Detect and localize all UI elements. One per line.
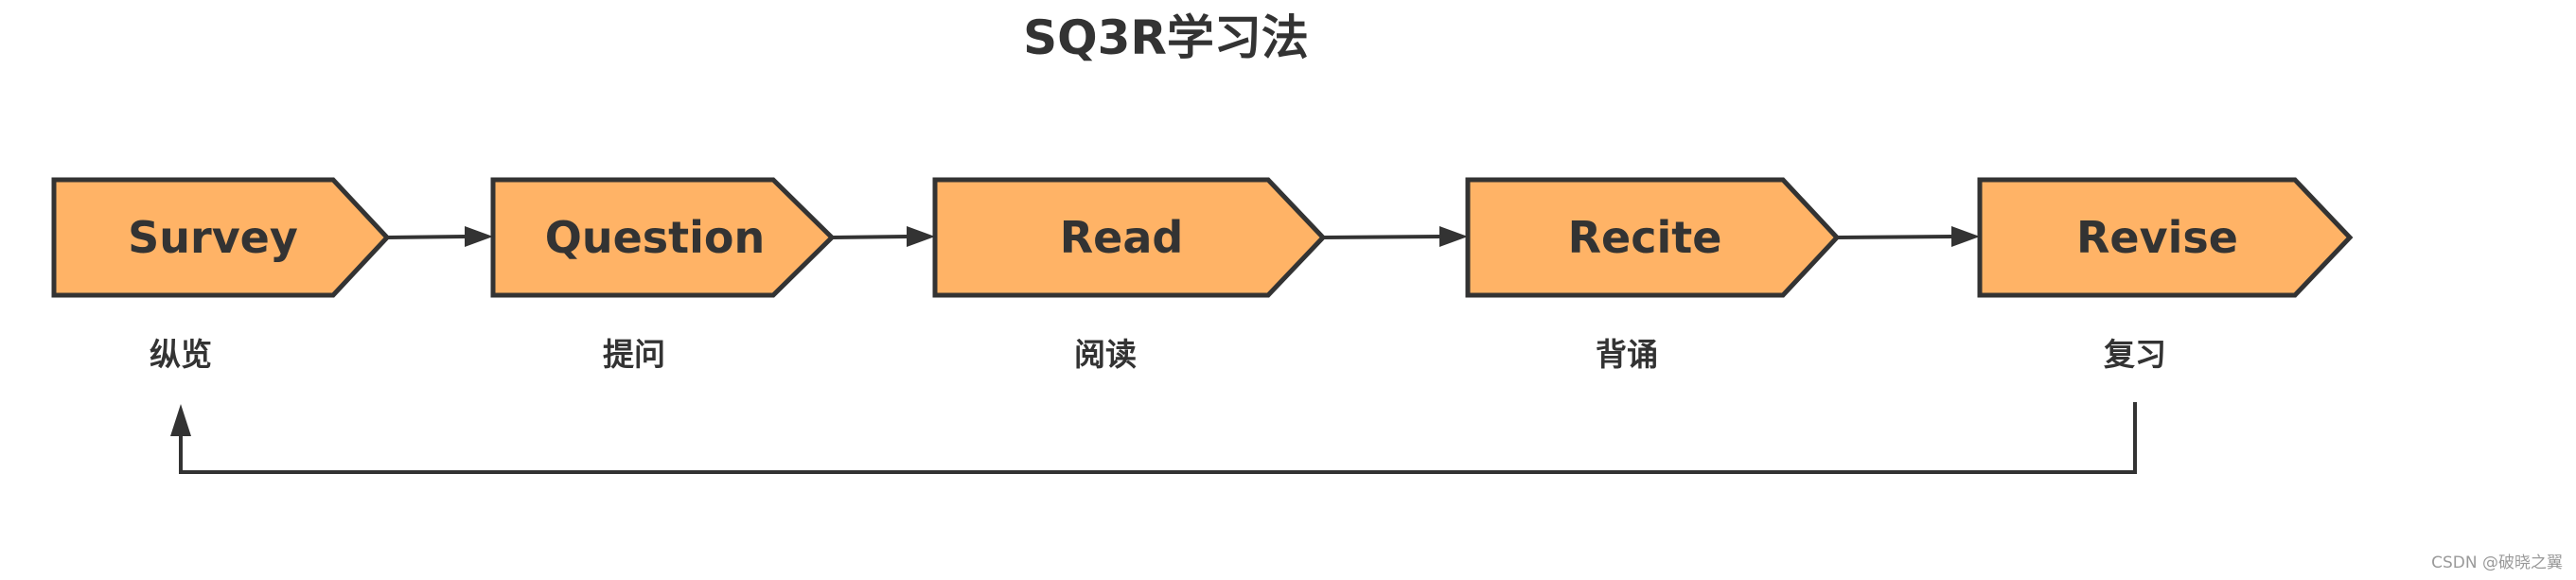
step-shape <box>1465 177 1841 298</box>
step-label: Question <box>545 212 766 263</box>
connectors <box>386 226 1980 247</box>
connector-arrow <box>831 226 935 247</box>
step-label: Recite <box>1568 212 1722 263</box>
step-shape <box>51 177 391 298</box>
step-sublabel: 阅读 <box>1074 336 1137 373</box>
step-label: Revise <box>2076 212 2238 263</box>
step-sublabel: 复习 <box>2104 336 2166 373</box>
step-revise: Revise 复习 <box>1977 177 2354 373</box>
connector-arrow <box>1322 226 1468 247</box>
step-sublabel: 纵览 <box>150 336 212 373</box>
step-recite: Recite 背诵 <box>1465 177 1841 373</box>
loop-arrowhead-icon <box>170 404 191 436</box>
step-shape <box>490 177 836 298</box>
step-sublabel: 提问 <box>603 336 665 373</box>
process-steps: Survey 纵览 Question 提问 Read 阅读 Recite 背诵 Revise 复习 <box>51 177 2354 373</box>
arrowhead-icon <box>465 226 493 247</box>
diagram-title: SQ3R学习法 <box>1023 10 1309 65</box>
step-shape <box>932 177 1327 298</box>
step-read: Read 阅读 <box>932 177 1327 373</box>
step-survey: Survey 纵览 <box>51 177 391 373</box>
connector-arrow <box>386 226 493 247</box>
step-label: Survey <box>128 212 298 263</box>
arrowhead-icon <box>1951 226 1980 247</box>
arrowhead-icon <box>1439 226 1468 247</box>
step-shape <box>1977 177 2354 298</box>
arrowhead-icon <box>907 226 935 247</box>
step-sublabel: 背诵 <box>1596 336 1658 373</box>
watermark: CSDN @破晓之翼 <box>2431 554 2563 572</box>
step-question: Question 提问 <box>490 177 836 373</box>
feedback-loop <box>170 402 2137 474</box>
step-label: Read <box>1060 212 1184 263</box>
connector-arrow <box>1836 226 1980 247</box>
feedback-loop-line <box>179 402 2137 474</box>
